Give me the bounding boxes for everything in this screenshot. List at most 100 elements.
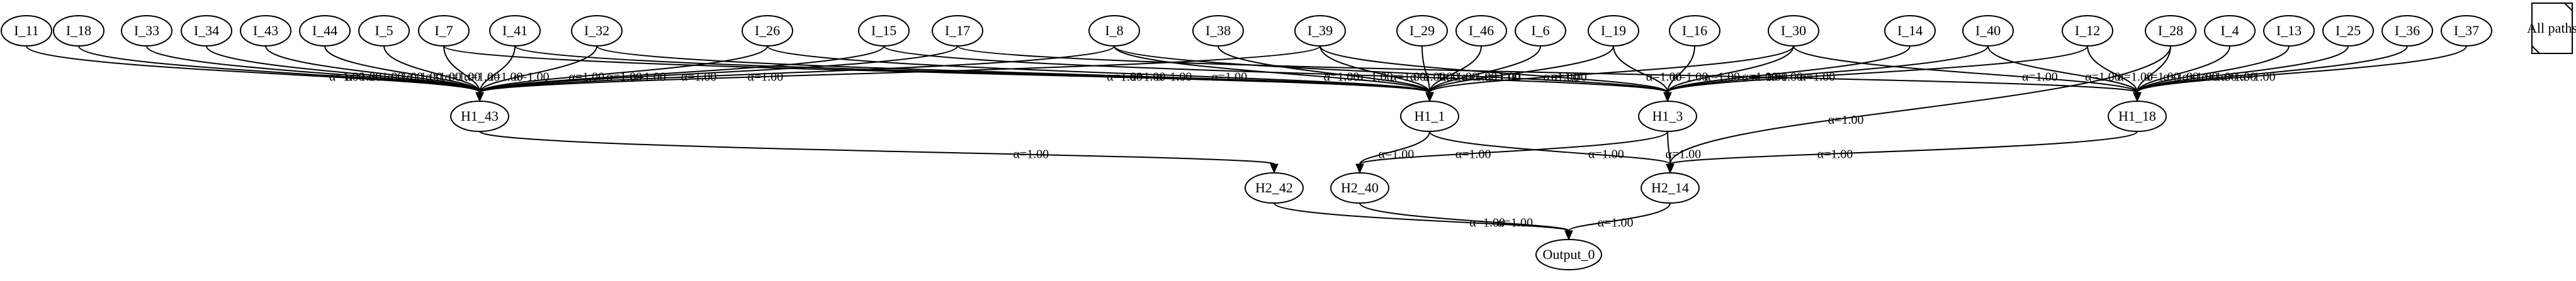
edge-weight-label: α=1.00: [387, 70, 423, 84]
node-label: I_16: [1682, 23, 1707, 38]
edge-weight-label: α=1.00: [329, 70, 365, 84]
edge-weight-label: α=1.00: [2085, 70, 2121, 84]
node-label: I_44: [312, 23, 337, 38]
edge-I_17-to-H1_18: [957, 45, 2138, 93]
edge-I_19-to-H1_3: [1613, 45, 1668, 93]
node-I_25: I_25: [2322, 15, 2374, 47]
edges-layer: [26, 45, 2467, 241]
node-label: H2_42: [1255, 180, 1293, 196]
node-I_30: I_30: [1768, 15, 1819, 47]
node-label: I_41: [502, 23, 528, 38]
edge-weight-label: α=1.00: [2201, 70, 2237, 84]
edge-weight-label: α=1.00: [2183, 70, 2218, 84]
edge-weight-label: α=1.00: [426, 70, 461, 84]
edge-I_4-to-H1_18: [2137, 45, 2230, 93]
node-label: I_17: [945, 23, 970, 38]
node-I_5: I_5: [358, 15, 410, 47]
node-I_16: I_16: [1669, 15, 1720, 47]
edge-I_37-to-H1_18: [2137, 45, 2467, 93]
node-label: I_15: [871, 23, 896, 38]
node-H1_1: H1_1: [1400, 101, 1459, 132]
edge-weight-label: α=1.00: [2163, 70, 2199, 84]
node-I_28: I_28: [2145, 15, 2196, 47]
edge-weight-label: α=1.00: [464, 70, 500, 84]
edge-I_12-to-H1_18: [2087, 45, 2138, 93]
node-I_43: I_43: [240, 15, 291, 47]
node-ellipse: [2204, 15, 2256, 47]
legend-box: All paths: [2527, 3, 2576, 54]
edge-I_14-to-H1_3: [1667, 45, 1911, 93]
edge-weight-label: α=1.00: [1665, 147, 1701, 161]
node-I_39: I_39: [1294, 15, 1346, 47]
edge-I_38-to-H1_1: [1217, 45, 1430, 93]
edge-weight-label: α=1.00: [747, 70, 783, 84]
edge-weight-label: α=1.00: [1497, 216, 1533, 229]
node-ellipse: [1400, 101, 1459, 132]
edge-weight-label: α=1.00: [568, 70, 604, 84]
edge-I_29-to-H1_1: [1421, 45, 1430, 93]
node-I_34: I_34: [181, 15, 232, 47]
node-ellipse: [1768, 15, 1819, 47]
node-label: I_8: [1105, 23, 1123, 38]
node-ellipse: [1535, 239, 1602, 270]
node-ellipse: [858, 15, 910, 47]
edge-arrowhead: [1355, 163, 1364, 174]
edge-I_46-to-H1_1: [1429, 45, 1482, 93]
edge-I_12-to-H1_3: [1667, 45, 2088, 93]
edge-H1_43-to-H2_42: [479, 131, 1275, 165]
node-I_7: I_7: [418, 15, 470, 47]
legend-box-frame: [2531, 3, 2573, 54]
node-H2_40: H2_40: [1330, 172, 1389, 204]
node-ellipse: [1669, 15, 1720, 47]
node-ellipse: [1588, 15, 1639, 47]
node-ellipse: [1515, 15, 1566, 47]
edge-arrowhead: [1425, 92, 1434, 102]
node-ellipse: [1962, 15, 2014, 47]
edge-H1_18-to-H2_14: [1669, 131, 2138, 165]
edge-weight-label: α=1.00: [1130, 70, 1166, 84]
edge-I_26-to-H1_1: [767, 45, 1430, 93]
node-I_6: I_6: [1515, 15, 1566, 47]
edge-weight-label: α=1.00: [606, 70, 642, 84]
edge-I_26-to-H1_43: [479, 45, 768, 93]
edge-I_30-to-H1_3: [1667, 45, 1794, 93]
node-ellipse: [240, 15, 291, 47]
edge-weight-label: α=1.00: [1423, 70, 1459, 84]
edge-labels-layer: α=1.00α=1.00α=1.00α=1.00α=1.00α=1.00α=1.…: [329, 70, 2276, 229]
node-ellipse: [1, 15, 52, 47]
node-I_8: I_8: [1088, 15, 1140, 47]
edge-H2_14-to-Output_0: [1568, 202, 1671, 231]
node-I_33: I_33: [121, 15, 172, 47]
node-label: I_18: [66, 23, 91, 38]
edge-weight-label: α=1.00: [2144, 70, 2180, 84]
node-label: I_34: [194, 23, 219, 38]
edge-weight-label: α=1.00: [1767, 70, 1803, 84]
edge-weight-label: α=1.00: [2240, 70, 2276, 84]
edge-weight-label: α=1.00: [1324, 70, 1360, 84]
node-ellipse: [2108, 101, 2167, 132]
node-ellipse: [742, 15, 793, 47]
edge-I_44-to-H1_43: [324, 45, 480, 93]
node-I_18: I_18: [53, 15, 105, 47]
node-I_11: I_11: [1, 15, 52, 47]
edge-H1_1-to-H2_40: [1359, 131, 1430, 165]
edge-I_11-to-H1_43: [26, 45, 480, 93]
node-ellipse: [1638, 101, 1697, 132]
edge-weight-label: α=1.00: [1799, 70, 1835, 84]
node-I_44: I_44: [299, 15, 351, 47]
node-label: I_7: [434, 23, 453, 38]
node-label: I_38: [1206, 23, 1231, 38]
edge-I_30-to-H1_18: [1793, 45, 2138, 93]
edge-I_16-to-H1_3: [1667, 45, 1695, 93]
edge-I_18-to-H1_43: [78, 45, 480, 93]
node-I_4: I_4: [2204, 15, 2256, 47]
edge-weight-label: α=1.00: [1469, 216, 1505, 229]
edge-weight-label: α=1.00: [1211, 70, 1247, 84]
edge-I_8-to-H1_1: [1114, 45, 1430, 93]
node-I_29: I_29: [1396, 15, 1448, 47]
node-ellipse: [181, 15, 232, 47]
edge-weight-label: α=1.00: [2220, 70, 2256, 84]
edge-weight-label: α=1.00: [1442, 70, 1478, 84]
node-label: I_37: [2454, 23, 2479, 38]
